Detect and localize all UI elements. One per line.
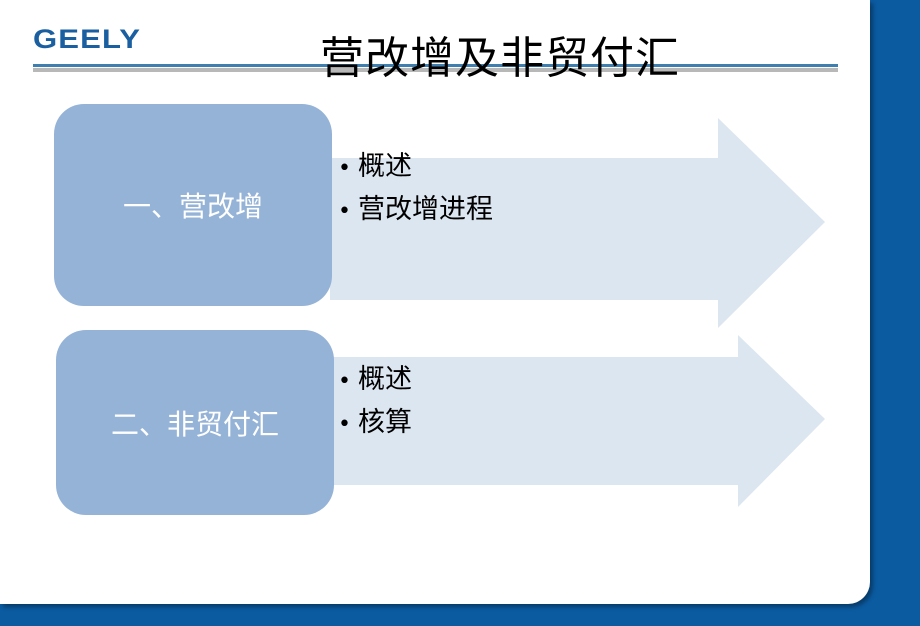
bullet-item: 核算 (338, 402, 412, 445)
arrow-shape-2 (330, 335, 825, 507)
geely-logo: GEELY (33, 24, 142, 54)
slide-title: 营改增及非贸付汇 (320, 33, 680, 84)
header-rule-shadow (33, 68, 838, 72)
section-box-1: 一、营改增 (54, 104, 332, 306)
section-box-2: 二、非贸付汇 (56, 330, 334, 515)
bullet-list-2: 概述 核算 (338, 359, 412, 445)
bullet-item: 概述 (338, 146, 493, 189)
bullet-list-1: 概述 营改增进程 (338, 146, 493, 232)
header-rule (33, 64, 838, 67)
bullet-item: 概述 (338, 359, 412, 402)
bullet-item: 营改增进程 (338, 189, 493, 232)
